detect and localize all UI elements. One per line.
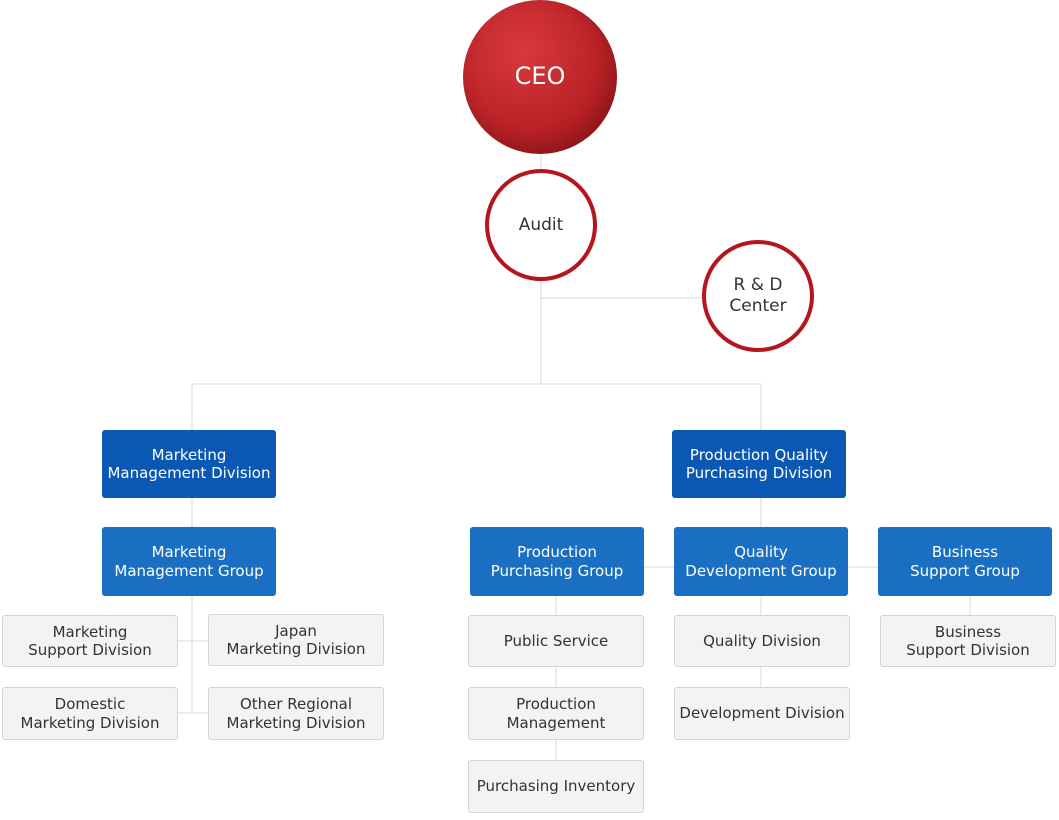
- purchasing-inventory-node: Purchasing Inventory: [468, 760, 644, 813]
- quality-development-group-node: Quality Development Group: [674, 527, 848, 596]
- audit-node: Audit: [485, 169, 597, 281]
- marketing-management-group-node: Marketing Management Group: [102, 527, 276, 596]
- ceo-node: CEO: [463, 0, 617, 154]
- rd-center-node: R & D Center: [702, 240, 814, 352]
- business-support-division-node: Business Support Division: [880, 615, 1056, 667]
- domestic-marketing-division-node: Domestic Marketing Division: [2, 687, 178, 740]
- marketing-support-division-node: Marketing Support Division: [2, 615, 178, 667]
- production-management-node: Production Management: [468, 687, 644, 740]
- public-service-node: Public Service: [468, 615, 644, 667]
- quality-division-node: Quality Division: [674, 615, 850, 667]
- business-support-group-node: Business Support Group: [878, 527, 1052, 596]
- production-quality-purchasing-division-node: Production Quality Purchasing Division: [672, 430, 846, 498]
- japan-marketing-division-node: Japan Marketing Division: [208, 614, 384, 666]
- other-regional-marketing-division-node: Other Regional Marketing Division: [208, 687, 384, 740]
- marketing-management-division-node: Marketing Management Division: [102, 430, 276, 498]
- development-division-node: Development Division: [674, 687, 850, 740]
- production-purchasing-group-node: Production Purchasing Group: [470, 527, 644, 596]
